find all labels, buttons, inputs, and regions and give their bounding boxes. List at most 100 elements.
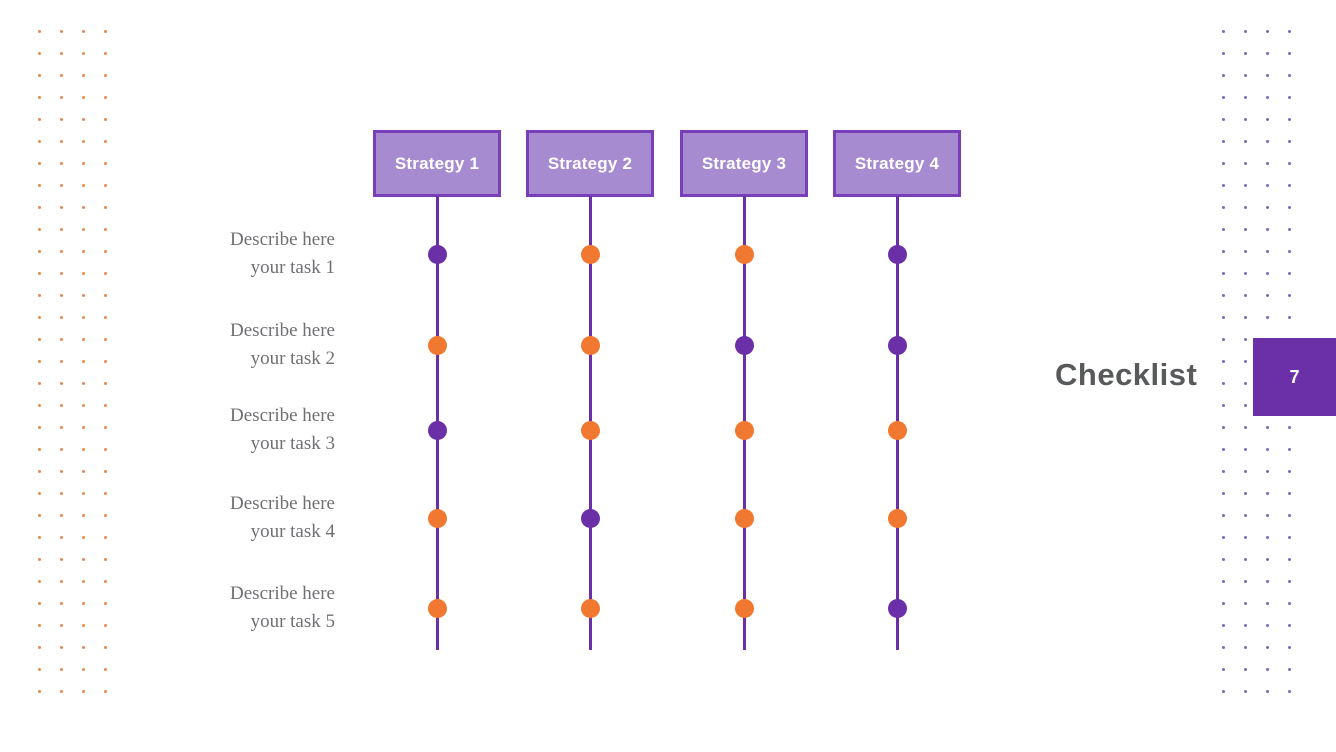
decorative-dot bbox=[82, 118, 85, 121]
decorative-dot bbox=[104, 536, 107, 539]
decorative-dot bbox=[104, 646, 107, 649]
task-label-line-1: Describe here bbox=[230, 583, 335, 604]
decorative-dot bbox=[1244, 360, 1247, 363]
milestone-dot-r2-c1[interactable] bbox=[428, 336, 447, 355]
decorative-dot bbox=[60, 426, 63, 429]
decorative-dot bbox=[60, 294, 63, 297]
decorative-dot bbox=[82, 206, 85, 209]
decorative-dot bbox=[1244, 470, 1247, 473]
decorative-dot bbox=[104, 404, 107, 407]
decorative-dot bbox=[82, 536, 85, 539]
decorative-dot bbox=[1288, 624, 1291, 627]
decorative-dot bbox=[60, 624, 63, 627]
strategy-header-2[interactable]: Strategy 2 bbox=[526, 130, 654, 197]
decorative-dot bbox=[1288, 646, 1291, 649]
decorative-dot bbox=[1288, 690, 1291, 693]
milestone-dot-r5-c1[interactable] bbox=[428, 599, 447, 618]
strategy-header-label: Strategy 2 bbox=[547, 153, 633, 173]
decorative-dot bbox=[1288, 162, 1291, 165]
milestone-dot-r4-c1[interactable] bbox=[428, 509, 447, 528]
strategy-header-3[interactable]: Strategy 3 bbox=[680, 130, 808, 197]
decorative-dot bbox=[1244, 624, 1247, 627]
milestone-dot-r1-c1[interactable] bbox=[428, 245, 447, 264]
decorative-dot bbox=[1266, 492, 1269, 495]
milestone-dot-r1-c4[interactable] bbox=[888, 245, 907, 264]
milestone-dot-r4-c2[interactable] bbox=[581, 509, 600, 528]
decorative-dot bbox=[1244, 96, 1247, 99]
milestone-dot-r3-c1[interactable] bbox=[428, 421, 447, 440]
decorative-dot bbox=[82, 602, 85, 605]
decorative-dot bbox=[60, 514, 63, 517]
decorative-dot bbox=[104, 140, 107, 143]
decorative-dot bbox=[38, 250, 41, 253]
decorative-dot bbox=[1266, 624, 1269, 627]
decorative-dot bbox=[38, 316, 41, 319]
decorative-dot bbox=[82, 646, 85, 649]
decorative-dot bbox=[38, 514, 41, 517]
decorative-dot bbox=[1266, 668, 1269, 671]
decorative-dot bbox=[1288, 250, 1291, 253]
decorative-dot bbox=[60, 668, 63, 671]
milestone-dot-r3-c3[interactable] bbox=[735, 421, 754, 440]
decorative-dot bbox=[60, 448, 63, 451]
decorative-dot bbox=[104, 162, 107, 165]
decorative-dot bbox=[1244, 536, 1247, 539]
milestone-dot-r3-c4[interactable] bbox=[888, 421, 907, 440]
decorative-dot bbox=[1266, 30, 1269, 33]
decorative-dot bbox=[82, 426, 85, 429]
milestone-dot-r2-c3[interactable] bbox=[735, 336, 754, 355]
decorative-dot bbox=[1266, 470, 1269, 473]
decorative-dot bbox=[104, 514, 107, 517]
milestone-dot-r1-c3[interactable] bbox=[735, 245, 754, 264]
milestone-dot-r5-c2[interactable] bbox=[581, 599, 600, 618]
milestone-dot-r4-c4[interactable] bbox=[888, 509, 907, 528]
decorative-dot bbox=[1244, 558, 1247, 561]
decorative-dot bbox=[60, 316, 63, 319]
milestone-dot-r3-c2[interactable] bbox=[581, 421, 600, 440]
decorative-dot bbox=[38, 536, 41, 539]
milestone-dot-r2-c4[interactable] bbox=[888, 336, 907, 355]
decorative-dot bbox=[82, 404, 85, 407]
decorative-dot bbox=[1222, 492, 1225, 495]
decorative-dot bbox=[1288, 294, 1291, 297]
strategy-header-1[interactable]: Strategy 1 bbox=[373, 130, 501, 197]
decorative-dot bbox=[1266, 206, 1269, 209]
decorative-dot bbox=[82, 470, 85, 473]
milestone-dot-r1-c2[interactable] bbox=[581, 245, 600, 264]
decorative-dot bbox=[82, 162, 85, 165]
milestone-dot-r4-c3[interactable] bbox=[735, 509, 754, 528]
decorative-dot bbox=[104, 338, 107, 341]
decorative-dot bbox=[1244, 294, 1247, 297]
strategy-header-label: Strategy 1 bbox=[394, 153, 480, 173]
decorative-dot bbox=[1222, 184, 1225, 187]
decorative-dot bbox=[1222, 74, 1225, 77]
decorative-dot bbox=[1222, 316, 1225, 319]
decorative-dot bbox=[38, 338, 41, 341]
decorative-dot bbox=[1288, 470, 1291, 473]
milestone-dot-r5-c3[interactable] bbox=[735, 599, 754, 618]
decorative-dot bbox=[1222, 382, 1225, 385]
decorative-dot bbox=[38, 558, 41, 561]
decorative-dot bbox=[82, 360, 85, 363]
decorative-dot bbox=[1244, 602, 1247, 605]
decorative-dot bbox=[1222, 404, 1225, 407]
decorative-dot bbox=[38, 492, 41, 495]
decorative-dot bbox=[38, 448, 41, 451]
decorative-dot bbox=[82, 184, 85, 187]
page-number-badge: 7 bbox=[1253, 338, 1336, 416]
decorative-dot bbox=[1266, 228, 1269, 231]
decorative-dot bbox=[38, 52, 41, 55]
milestone-dot-r5-c4[interactable] bbox=[888, 599, 907, 618]
decorative-dot bbox=[38, 404, 41, 407]
milestone-dot-r2-c2[interactable] bbox=[581, 336, 600, 355]
decorative-dot bbox=[38, 118, 41, 121]
decorative-dot bbox=[1222, 448, 1225, 451]
decorative-dot bbox=[1222, 30, 1225, 33]
strategy-header-4[interactable]: Strategy 4 bbox=[833, 130, 961, 197]
decorative-dot bbox=[60, 118, 63, 121]
decorative-dot bbox=[104, 206, 107, 209]
decorative-dot bbox=[1288, 514, 1291, 517]
decorative-dot bbox=[60, 580, 63, 583]
